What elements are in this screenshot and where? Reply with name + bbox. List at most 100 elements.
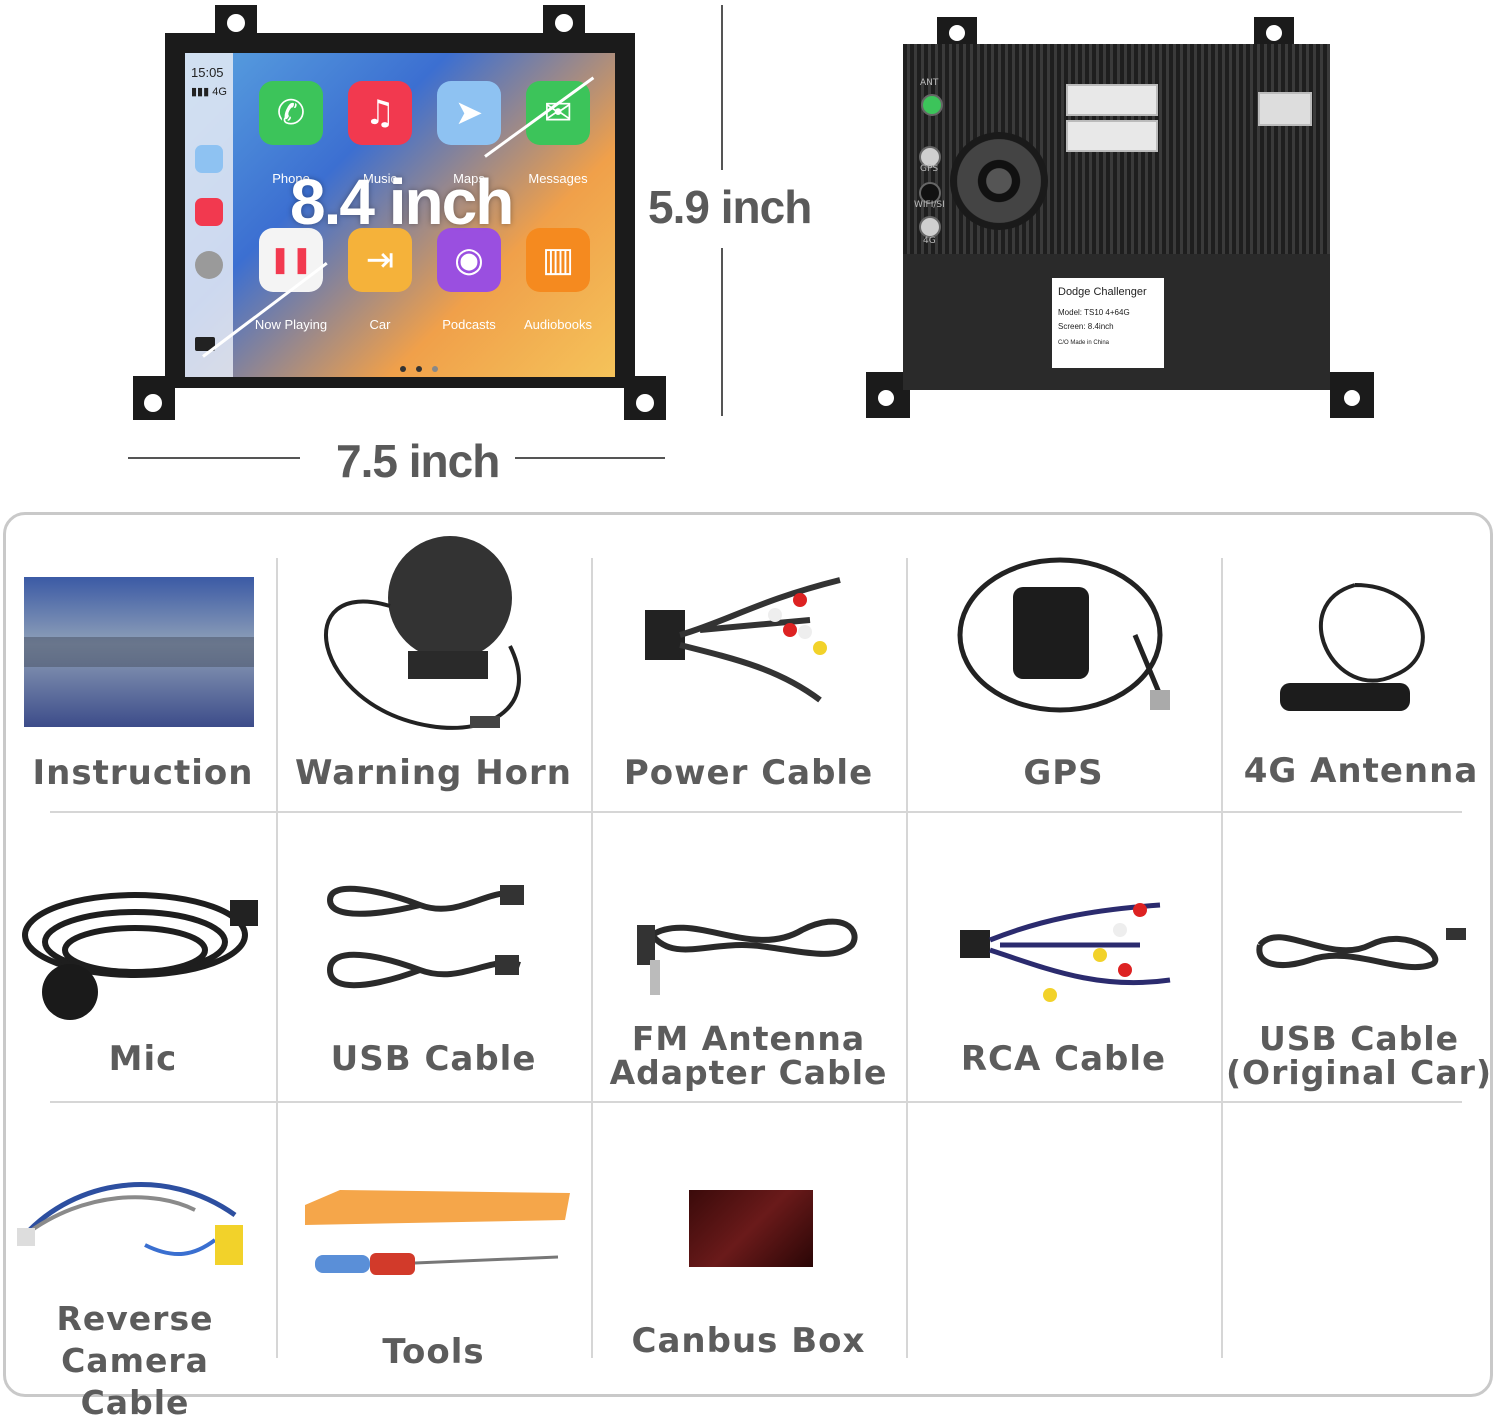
carplay-screen: 15:05 ▮▮▮ 4G ✆ Phone ♫ Music ➤ Maps ✉ Me…: [185, 53, 615, 377]
app-audiobooks-label: Audiobooks: [524, 317, 592, 332]
mic-image: [10, 880, 260, 1030]
rear-port-gps-label: GPS: [920, 164, 939, 174]
grid-divider: [906, 558, 908, 1358]
dock-music-icon[interactable]: [195, 198, 223, 226]
secondary-harness-connector: [1066, 120, 1158, 152]
accessory-label-instruction: Instruction: [32, 753, 254, 793]
maps-icon: ➤: [454, 93, 484, 133]
width-label: 7.5 inch: [336, 435, 500, 487]
mount-hole: [878, 390, 894, 406]
rear-port-wifi-label: WIFI/SI: [914, 200, 945, 210]
app-podcasts-label: Podcasts: [442, 317, 496, 332]
app-audiobooks-icon[interactable]: ▥: [526, 228, 590, 292]
accessory-label-usb-original-car: USB Cable (Original Car): [1221, 1022, 1497, 1090]
mount-hole: [227, 14, 245, 32]
app-maps-icon[interactable]: ➤: [437, 81, 501, 145]
grid-divider: [50, 1101, 1462, 1103]
accessory-label-tools: Tools: [382, 1332, 485, 1372]
carplay-dock: 15:05 ▮▮▮ 4G: [185, 53, 233, 377]
lte-port-icon: [919, 216, 941, 238]
main-harness-connector: [1066, 84, 1158, 116]
mount-hole: [144, 394, 162, 412]
accessory-label-canbus-box: Canbus Box: [631, 1321, 866, 1361]
gps-port-icon: [919, 146, 941, 168]
app-music-icon[interactable]: ♫: [348, 81, 412, 145]
dock-settings-icon[interactable]: [195, 251, 223, 279]
rca-cable-image: [940, 900, 1180, 1010]
page-indicator: [400, 357, 448, 376]
mount-hole: [1266, 25, 1282, 41]
accessory-label-4g-antenna: 4G Antenna: [1243, 751, 1479, 791]
sticker-model: Model: TS10 4+64G: [1058, 308, 1130, 317]
height-dimension-line-bottom: [721, 248, 723, 416]
canbus-box-image: [689, 1190, 813, 1267]
grid-divider: [591, 558, 593, 1358]
rear-mount-bracket-bottom-right: [1330, 372, 1374, 418]
sticker-title: Dodge Challenger: [1058, 286, 1147, 298]
accessory-label-fm-antenna-adapter: FM Antenna Adapter Cable: [591, 1022, 906, 1090]
app-now-playing-label: Now Playing: [254, 317, 328, 332]
cooling-fan-icon: [950, 132, 1048, 230]
grid-divider: [1221, 558, 1223, 1358]
mount-hole: [636, 394, 654, 412]
network-label: 4G: [212, 86, 227, 98]
app-car-icon[interactable]: ⇥: [348, 228, 412, 292]
grid-divider: [276, 558, 278, 1358]
mount-hole: [949, 25, 965, 41]
accessory-label-gps: GPS: [1023, 753, 1104, 793]
now-playing-icon: ❚❚: [269, 245, 313, 275]
reverse-label-line1: Reverse: [56, 1299, 214, 1338]
front-mount-bracket-bottom-right: [624, 376, 666, 420]
fm-label-line1: FM Antenna: [631, 1019, 866, 1058]
tools-image: [300, 1185, 570, 1285]
accessory-label-usb-cable: USB Cable: [330, 1039, 537, 1079]
fm-label-line2: Adapter Cable: [609, 1053, 888, 1092]
product-spec-sticker: Dodge Challenger Model: TS10 4+64G Scree…: [1052, 278, 1164, 368]
app-now-playing-icon[interactable]: ❚❚: [259, 228, 323, 292]
dock-maps-icon[interactable]: [195, 145, 223, 173]
rear-mount-bracket-bottom-left: [866, 372, 910, 418]
app-messages-label: Messages: [528, 171, 588, 186]
status-time: 15:05: [191, 65, 224, 80]
app-car-label: Car: [369, 317, 391, 332]
width-dimension-line-right: [515, 457, 665, 459]
front-mount-bracket-top-right: [543, 5, 585, 37]
usb-orig-label-line2: (Original Car): [1225, 1053, 1493, 1092]
app-phone-label: Phone: [272, 171, 310, 186]
front-mount-bracket-bottom-left: [133, 376, 175, 420]
app-music-label: Music: [363, 171, 397, 186]
app-messages-icon[interactable]: ✉: [526, 81, 590, 145]
sticker-screen: Screen: 8.4inch: [1058, 322, 1114, 331]
accessory-label-warning-horn: Warning Horn: [294, 753, 573, 793]
height-label: 5.9 inch: [648, 181, 812, 233]
podcasts-icon: ◉: [454, 240, 484, 280]
usb-original-car-image: [1250, 920, 1470, 980]
grid-divider: [50, 811, 1462, 813]
instruction-manual-image: [24, 577, 254, 727]
dock-grid-icon[interactable]: [195, 337, 215, 351]
4g-antenna-image: [1275, 565, 1445, 715]
accessory-label-reverse-camera-cable: Reverse Camera Cable: [2, 1298, 268, 1424]
reverse-label-line2: Camera Cable: [61, 1341, 209, 1422]
usb-orig-label-line1: USB Cable: [1258, 1019, 1459, 1058]
power-cable-image: [640, 560, 855, 720]
sticker-origin: C/O Made in China: [1058, 340, 1110, 346]
rear-mount-bracket-top-left: [937, 17, 977, 47]
status-network: ▮▮▮ 4G: [191, 86, 227, 98]
width-dimension-line-left: [128, 457, 300, 459]
app-podcasts-icon[interactable]: ◉: [437, 228, 501, 292]
music-icon: ♫: [364, 93, 396, 133]
rear-port-4g-label: 4G: [923, 236, 936, 246]
accessory-label-rca-cable: RCA Cable: [960, 1039, 1167, 1079]
accessory-label-mic: Mic: [108, 1039, 178, 1079]
warning-horn-image: [310, 536, 540, 746]
car-icon: ⇥: [365, 240, 395, 280]
screen-size-label: 8.4 inch: [290, 166, 514, 238]
app-maps-label: Maps: [453, 171, 485, 186]
app-phone-icon[interactable]: ✆: [259, 81, 323, 145]
wifi-port-icon: [919, 182, 941, 204]
accessory-label-power-cable: Power Cable: [623, 753, 874, 793]
antenna-port-icon: [921, 94, 943, 116]
audiobooks-icon: ▥: [541, 240, 575, 280]
usb-cable-image: [320, 875, 530, 1025]
